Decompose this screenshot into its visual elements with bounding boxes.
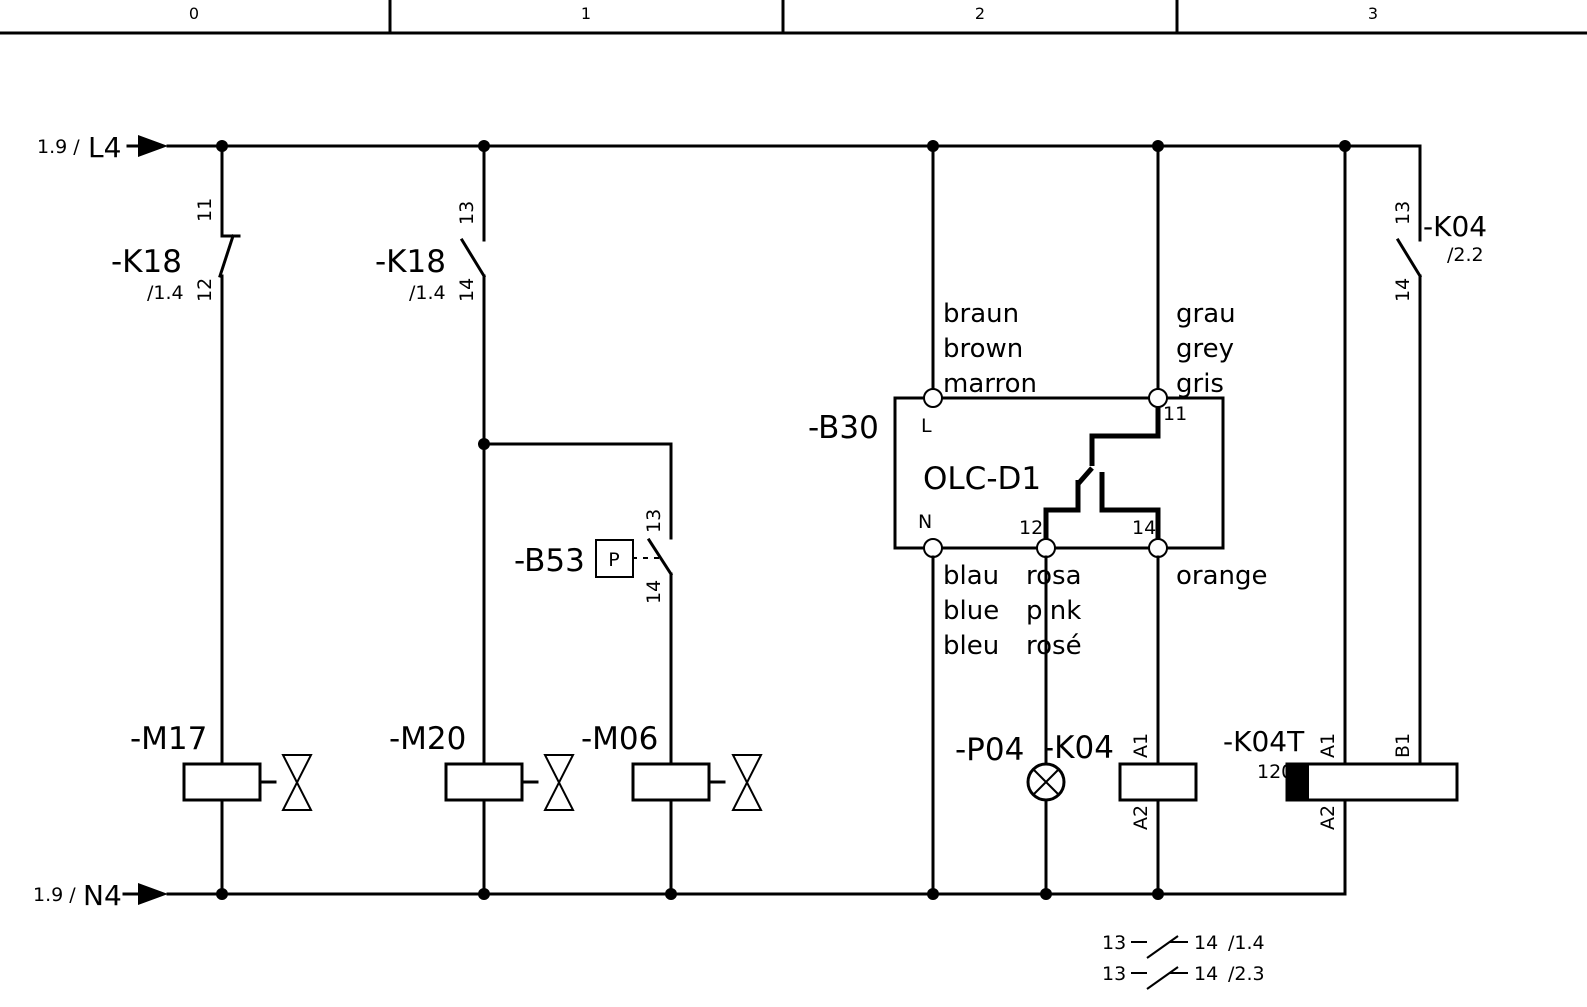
xref-2-ref: /2.3 <box>1228 963 1265 985</box>
column-label-3: 3 <box>1368 4 1378 23</box>
b30-terminal-14 <box>1148 538 1168 558</box>
rail-l4-label: L4 <box>88 131 121 164</box>
k04-pin-a1: A1 <box>1130 733 1152 758</box>
column-label-2: 2 <box>975 4 985 23</box>
b30-model: OLC-D1 <box>923 461 1041 497</box>
timer-k04t: 13 14 -K04 /2.2 -K04T 120 A1 A2 B1 <box>1223 144 1487 896</box>
wire-color-grey-de: grau <box>1176 299 1236 329</box>
k18-no-pin-14: 14 <box>456 278 478 302</box>
k18-no-ref: /1.4 <box>409 282 446 304</box>
m20-coil <box>444 762 524 802</box>
xref-1-to: 14 <box>1194 932 1218 954</box>
rail-l4-ref: 1.9 / <box>37 136 80 158</box>
contact-xref: 13 14 /1.4 13 14 /2.3 <box>1102 932 1265 990</box>
junctions <box>216 140 1351 900</box>
k04t-delay: 120 <box>1257 761 1293 783</box>
k04t-tag: -K04T <box>1223 725 1305 758</box>
b30-housing <box>893 396 1225 550</box>
branch-m20-m06: 13 14 -K18 /1.4 -M20 13 14 -B53 P -M06 <box>375 144 763 896</box>
b30-pin-n: N <box>918 511 932 533</box>
relay-k04: -K04 A1 A2 <box>1043 730 1198 830</box>
rail-n4-ref: 1.9 / <box>33 884 76 906</box>
k04-contact-pin-14: 14 <box>1392 278 1414 302</box>
b30-pin-12: 12 <box>1019 517 1043 539</box>
k04t-pin-a2: A2 <box>1317 805 1339 830</box>
k04t-pin-b1: B1 <box>1392 733 1414 758</box>
b30-terminal-l <box>923 388 943 408</box>
m06-valve-icon <box>731 754 763 811</box>
k04-contact-tag: -K04 <box>1423 210 1487 243</box>
b53-tag: -B53 <box>514 543 585 579</box>
rail-l4: 1.9 / L4 <box>37 131 1422 164</box>
k04-pin-a2: A2 <box>1130 805 1152 830</box>
b30-terminal-n <box>923 538 943 558</box>
k04-contact-ref: /2.2 <box>1447 244 1484 266</box>
column-label-1: 1 <box>581 4 591 23</box>
k18-nc-pin-11: 11 <box>194 198 216 222</box>
xref-2-to: 14 <box>1194 963 1218 985</box>
b30-terminal-11 <box>1148 388 1168 408</box>
b53-pin-13: 13 <box>643 509 665 533</box>
b30-pin-l: L <box>921 415 932 437</box>
wire-color-brown-de: braun <box>943 299 1019 329</box>
k18-nc-ref: /1.4 <box>147 282 184 304</box>
k18-no-tag: -K18 <box>375 244 446 280</box>
k04-coil <box>1118 762 1198 802</box>
wire-color-orange: orange <box>1176 561 1268 591</box>
b30-pin-14: 14 <box>1132 517 1156 539</box>
wire-color-pink-fr: rosé <box>1026 631 1082 661</box>
k04-contact-pin-13: 13 <box>1392 201 1414 225</box>
k04t-delay-marker <box>1287 764 1309 800</box>
sensor-b30: -B30 OLC-D1 L N 11 12 14 braun brown mar… <box>808 144 1268 896</box>
rail-n4-arrow <box>138 883 168 905</box>
rail-n4: 1.9 / N4 <box>33 879 1347 912</box>
k18-nc-tag: -K18 <box>111 244 182 280</box>
rail-l4-arrow <box>138 135 168 157</box>
wire-color-blue-en: blue <box>943 596 999 626</box>
b30-tag: -B30 <box>808 410 879 446</box>
m06-tag: -M06 <box>581 721 658 757</box>
b30-changeover-contact <box>1043 398 1161 548</box>
b30-terminal-12 <box>1036 538 1056 558</box>
xref-1-ref: /1.4 <box>1228 932 1265 954</box>
xref-2-from: 13 <box>1102 963 1126 985</box>
k18-no-pin-13: 13 <box>456 201 478 225</box>
p04-tag: -P04 <box>955 732 1024 768</box>
xref-1-from: 13 <box>1102 932 1126 954</box>
rail-n4-label: N4 <box>83 879 122 912</box>
wire-color-grey-fr: gris <box>1176 369 1224 399</box>
wire-color-brown-fr: marron <box>943 369 1037 399</box>
k04-coil-tag: -K04 <box>1043 730 1114 766</box>
wire-color-brown-en: brown <box>943 334 1023 364</box>
k04t-coil <box>1285 762 1459 802</box>
wire-color-blue-fr: bleu <box>943 631 999 661</box>
m17-tag: -M17 <box>130 721 207 757</box>
lamp-p04: -P04 <box>955 732 1066 802</box>
k04t-pin-a1: A1 <box>1317 733 1339 758</box>
m20-tag: -M20 <box>389 721 466 757</box>
branch-m17: 11 12 -K18 /1.4 -M17 <box>111 144 313 896</box>
column-label-0: 0 <box>189 4 199 23</box>
wire-color-pink-de: rosa <box>1026 561 1082 591</box>
b53-pressure-symbol: P <box>608 549 619 571</box>
b53-pin-14: 14 <box>643 580 665 604</box>
m20-valve-icon <box>543 754 575 811</box>
m06-coil <box>631 762 711 802</box>
wire-color-grey-en: grey <box>1176 334 1234 364</box>
b30-pin-11: 11 <box>1163 403 1187 425</box>
m17-valve-icon <box>281 754 313 811</box>
k18-nc-pin-12: 12 <box>194 278 216 302</box>
wire-color-blue-de: blau <box>943 561 999 591</box>
wire-color-pink-en: pink <box>1026 596 1081 626</box>
m17-coil <box>182 762 262 802</box>
column-header: 0 1 2 3 <box>0 0 1587 35</box>
